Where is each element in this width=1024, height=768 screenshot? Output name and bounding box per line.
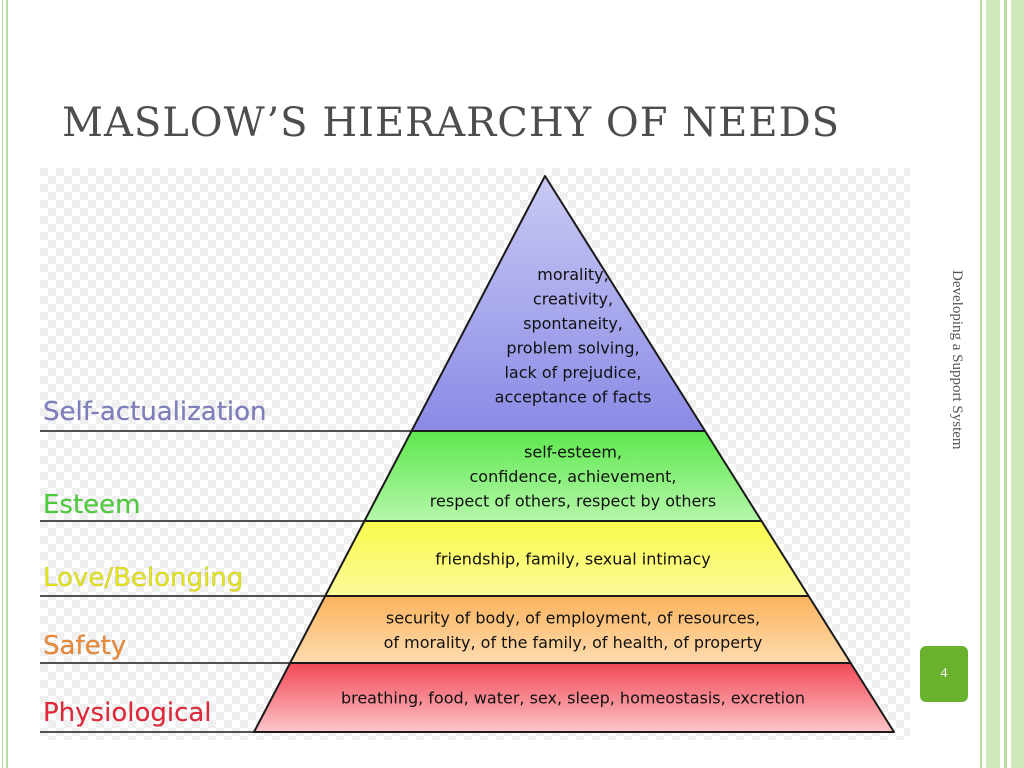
pyramid-band-physiological bbox=[253, 662, 895, 733]
page-number: 4 bbox=[940, 666, 948, 681]
level-description-line: security of body, of employment, of reso… bbox=[386, 608, 760, 627]
level-label: Love/Belonging bbox=[43, 563, 243, 593]
level-description-line: creativity, bbox=[533, 289, 613, 308]
level-label: Esteem bbox=[43, 490, 141, 520]
pyramid-svg: Self-actualization morality, creativity, sp… bbox=[40, 168, 910, 740]
level-description-line: self-esteem, bbox=[524, 443, 622, 462]
side-caption: Developing a Support System bbox=[949, 270, 965, 450]
page-number-badge: 4 bbox=[920, 646, 968, 702]
level-label: Safety bbox=[43, 631, 126, 661]
pyramid-band-safety bbox=[289, 595, 852, 664]
maslow-pyramid-diagram: Self-actualization morality, creativity, sp… bbox=[40, 168, 910, 740]
slide-title: MASLOW’S HIERARCHY OF NEEDS bbox=[62, 100, 841, 146]
level-description-line: morality, bbox=[537, 265, 608, 284]
level-label: Physiological bbox=[43, 698, 212, 728]
left-border-line bbox=[2, 0, 3, 768]
level-description-line: problem solving, bbox=[506, 338, 639, 357]
level-description-line: of morality, of the family, of health, o… bbox=[384, 633, 763, 652]
level-description-line: confidence, achievement, bbox=[469, 467, 676, 486]
right-border-decoration bbox=[964, 0, 1024, 768]
level-label: Self-actualization bbox=[43, 397, 267, 427]
level-description-line: spontaneity, bbox=[523, 314, 623, 333]
level-description-line: breathing, food, water, sex, sleep, home… bbox=[341, 689, 805, 708]
level-description-line: lack of prejudice, bbox=[504, 363, 641, 382]
right-border-stripe bbox=[980, 0, 982, 768]
right-border-stripe bbox=[1004, 0, 1007, 768]
right-border-stripe bbox=[986, 0, 1000, 768]
left-border-line bbox=[6, 0, 8, 768]
level-description-line: friendship, family, sexual intimacy bbox=[435, 550, 710, 569]
level-description-line: respect of others, respect by others bbox=[430, 492, 716, 511]
left-border-decoration bbox=[0, 0, 10, 768]
right-border-stripe bbox=[1011, 0, 1024, 768]
level-description-line: acceptance of facts bbox=[495, 387, 652, 406]
